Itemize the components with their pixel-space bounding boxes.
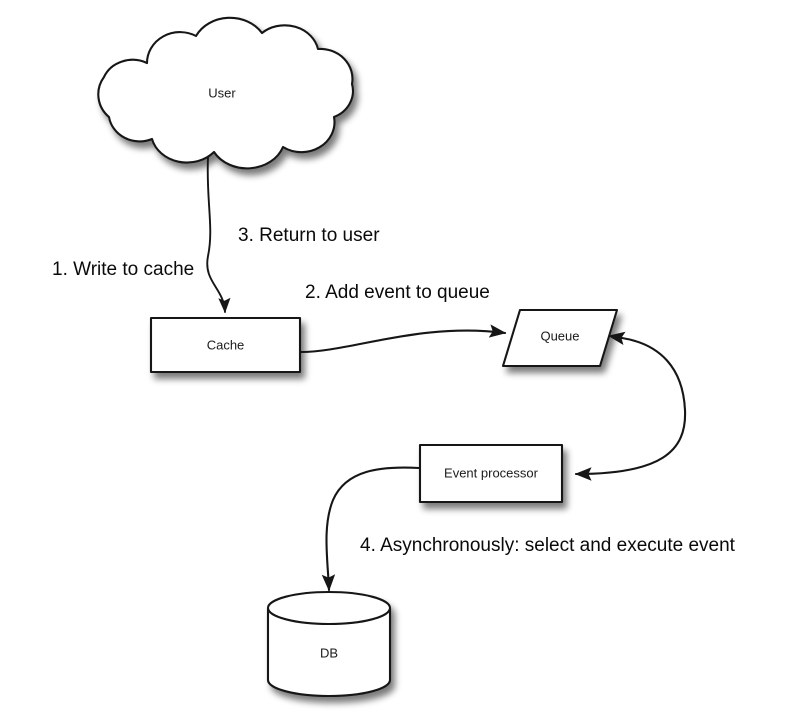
node-event-processor-label: Event processor: [444, 465, 539, 480]
edge-event-processor-to-db[interactable]: [321, 466, 421, 592]
event-processor-shape: [418, 443, 564, 504]
edge-cache-to-queue[interactable]: [299, 324, 507, 354]
step-label-4: 4. Asynchronously: select and execute ev…: [360, 535, 736, 556]
db-cylinder-body: [266, 606, 392, 698]
step-label-1: 1. Write to cache: [52, 259, 194, 280]
edge-queue-event-processor-loop[interactable]: [574, 331, 687, 481]
step-label-2: 2. Add event to queue: [305, 282, 490, 303]
node-event-processor[interactable]: [418, 443, 564, 504]
step-label-3: 3. Return to user: [238, 225, 380, 246]
node-queue-label: Queue: [540, 328, 579, 343]
node-cache-label: Cache: [207, 337, 245, 352]
edge-user-to-cache[interactable]: [206, 156, 231, 314]
db-cylinder-top: [266, 590, 392, 626]
cloud-shape: [97, 16, 354, 170]
node-db[interactable]: [266, 590, 392, 698]
node-user-label: User: [208, 85, 236, 100]
node-db-label: DB: [320, 645, 338, 660]
cache-shape: [149, 316, 302, 374]
node-cache[interactable]: [149, 316, 302, 374]
node-user[interactable]: [97, 16, 354, 170]
